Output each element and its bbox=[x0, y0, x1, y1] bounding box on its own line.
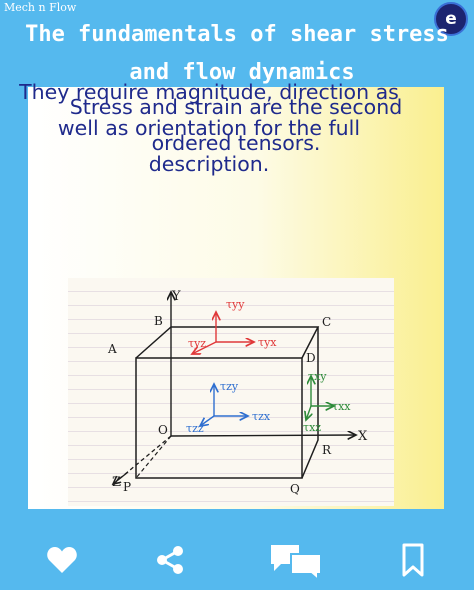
vertex-o: O bbox=[158, 423, 168, 437]
stress-label-tzz: τzz bbox=[186, 422, 204, 435]
body-line: Stress and strain are the second bbox=[69, 95, 403, 119]
body-sentence-1: Stress and strain are the second ordered… bbox=[28, 89, 444, 161]
cube-top-edge bbox=[135, 326, 320, 359]
stress-label-txy: τxy bbox=[308, 370, 327, 383]
diagram-svg: Y X Z A B C D O R P Q τyy τyx τyz τzy bbox=[107, 289, 368, 496]
x-axis-label: X bbox=[358, 429, 368, 444]
vertex-b: B bbox=[154, 314, 163, 328]
stress-cube-diagram: Y X Z A B C D O R P Q τyy τyx τyz τzy bbox=[68, 278, 394, 506]
vertex-p: P bbox=[123, 480, 131, 494]
vertex-c: C bbox=[322, 315, 331, 329]
title-line-1: The fundamentals of shear stress bbox=[25, 22, 449, 47]
action-toolbar bbox=[0, 528, 474, 590]
stress-label-txz: τxz bbox=[303, 421, 321, 434]
body-line: description. bbox=[148, 152, 270, 176]
title-line-2: and flow dynamics bbox=[129, 60, 355, 85]
x-axis bbox=[170, 435, 356, 436]
vertex-d: D bbox=[306, 351, 316, 365]
body-line: ordered tensors. bbox=[151, 131, 321, 155]
logo-letter: e bbox=[445, 9, 457, 29]
comment-icon bbox=[271, 545, 322, 578]
stress-label-txx: τxx bbox=[332, 400, 351, 413]
comment-button[interactable] bbox=[268, 540, 324, 580]
stress-arrow-tyz bbox=[192, 341, 217, 354]
share-button[interactable] bbox=[150, 540, 190, 580]
like-button[interactable] bbox=[42, 540, 82, 580]
z-axis-head bbox=[113, 471, 129, 484]
body-line: They require magnitude, direction as bbox=[19, 80, 399, 104]
share-icon bbox=[157, 546, 183, 574]
bookmark-icon bbox=[402, 543, 424, 577]
brand-label: Mech n Flow bbox=[4, 1, 77, 14]
z-axis-label: Z bbox=[112, 475, 121, 490]
stress-arrow-txz bbox=[306, 405, 311, 420]
stress-label-tyx: τyx bbox=[258, 336, 277, 349]
bookmark-button[interactable] bbox=[393, 540, 433, 580]
stress-label-tzx: τzx bbox=[252, 410, 271, 423]
cube-front-face bbox=[135, 357, 303, 479]
page-title: The fundamentals of shear stress and flo… bbox=[0, 16, 474, 92]
stress-label-tzy: τzy bbox=[220, 380, 239, 393]
cube-right-edge bbox=[301, 327, 319, 479]
stress-label-tyz: τyz bbox=[188, 337, 206, 350]
vertex-a: A bbox=[107, 342, 117, 356]
vertex-q: Q bbox=[290, 482, 300, 496]
stress-label-tyy: τyy bbox=[226, 298, 245, 311]
stress-arrow-tzz bbox=[200, 415, 215, 426]
body-sentence-2: They require magnitude, direction as wel… bbox=[0, 74, 446, 182]
vertex-r: R bbox=[322, 443, 332, 457]
mech-n-flow-logo[interactable]: e bbox=[434, 2, 468, 36]
cube-hidden-edge bbox=[135, 435, 172, 479]
y-axis-label: Y bbox=[171, 289, 181, 304]
heart-icon bbox=[47, 547, 77, 573]
body-line: well as orientation for the full bbox=[57, 116, 361, 140]
